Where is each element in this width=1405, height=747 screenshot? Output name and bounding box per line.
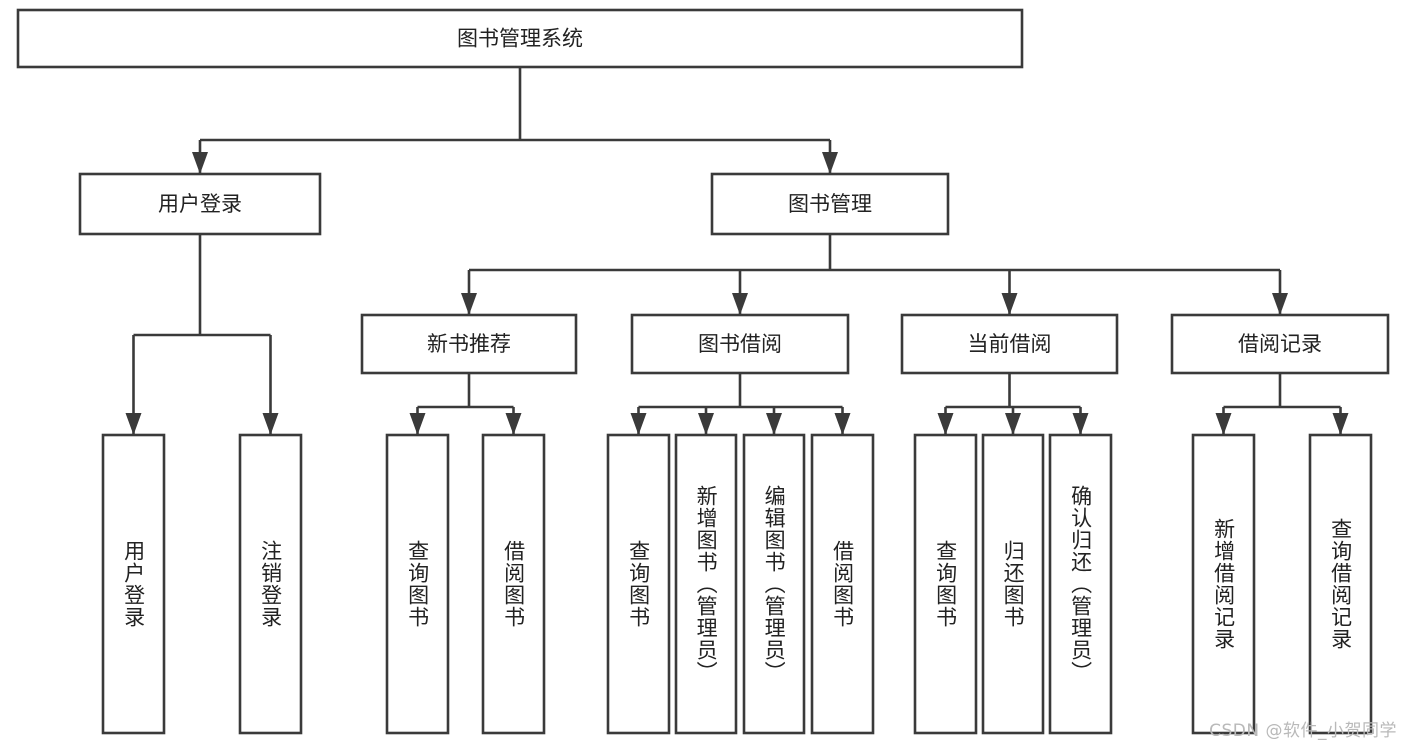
node-box-borrow-record[interactable]: [1170, 313, 1390, 375]
arrow-head-leaf-query-book-3: [937, 413, 954, 435]
arrow-head-book-manage: [822, 152, 838, 174]
node-label-current-borrow: 当前借阅: [968, 332, 1052, 356]
arrow-head-leaf-confirm-return: [1072, 413, 1089, 435]
arrow-head-leaf-add-record: [1215, 413, 1232, 435]
arrow-head-leaf-logout: [262, 413, 279, 435]
node-box-layer: [16, 8, 1390, 735]
node-box-book-borrow[interactable]: [630, 313, 850, 375]
node-label-book-manage: 图书管理: [788, 192, 872, 216]
node-label-user-login: 用户登录: [158, 192, 242, 216]
node-box-leaf-add-record[interactable]: [1191, 433, 1256, 735]
arrow-head-leaf-borrow-book-2: [834, 413, 851, 435]
node-box-leaf-edit-book[interactable]: [742, 433, 806, 735]
arrow-head-leaf-query-book-2: [630, 413, 647, 435]
arrow-head-leaf-borrow-book-1: [505, 413, 522, 435]
watermark-credit: CSDN @软件_小贺同学: [1209, 721, 1397, 741]
node-label-root: 图书管理系统: [457, 27, 583, 51]
arrow-head-book-borrow: [732, 293, 748, 315]
node-box-leaf-query-book-1[interactable]: [385, 433, 450, 735]
node-box-leaf-query-record[interactable]: [1308, 433, 1373, 735]
node-box-leaf-user-login[interactable]: [101, 433, 166, 735]
arrow-head-leaf-edit-book: [766, 413, 782, 435]
arrow-head-leaf-user-login: [125, 413, 142, 435]
node-box-root[interactable]: [16, 8, 1024, 69]
arrow-head-current-borrow: [1001, 293, 1018, 315]
node-box-new-book-rec[interactable]: [360, 313, 578, 375]
node-label-book-borrow: 图书借阅: [698, 332, 782, 356]
node-box-leaf-add-book[interactable]: [674, 433, 738, 735]
arrow-head-leaf-query-book-1: [409, 413, 426, 435]
node-box-user-login[interactable]: [78, 172, 322, 236]
node-box-current-borrow[interactable]: [900, 313, 1119, 375]
node-label-borrow-record: 借阅记录: [1238, 332, 1322, 356]
arrow-head-new-book-rec: [461, 293, 477, 315]
arrow-head-leaf-return-book: [1005, 413, 1021, 435]
arrow-head-borrow-record: [1272, 293, 1288, 315]
node-box-book-manage[interactable]: [710, 172, 950, 236]
node-box-leaf-return-book[interactable]: [981, 433, 1045, 735]
node-box-leaf-logout[interactable]: [238, 433, 303, 735]
node-label-new-book-rec: 新书推荐: [427, 332, 511, 356]
arrow-head-user-login: [192, 152, 208, 174]
node-box-leaf-borrow-book-2[interactable]: [810, 433, 875, 735]
arrow-head-leaf-query-record: [1332, 413, 1349, 435]
arrow-head-leaf-add-book: [698, 413, 714, 435]
node-box-leaf-query-book-3[interactable]: [913, 433, 978, 735]
node-box-leaf-query-book-2[interactable]: [606, 433, 671, 735]
node-box-leaf-borrow-book-1[interactable]: [481, 433, 546, 735]
connector-layer: [125, 67, 1349, 435]
node-box-leaf-confirm-return[interactable]: [1048, 433, 1113, 735]
